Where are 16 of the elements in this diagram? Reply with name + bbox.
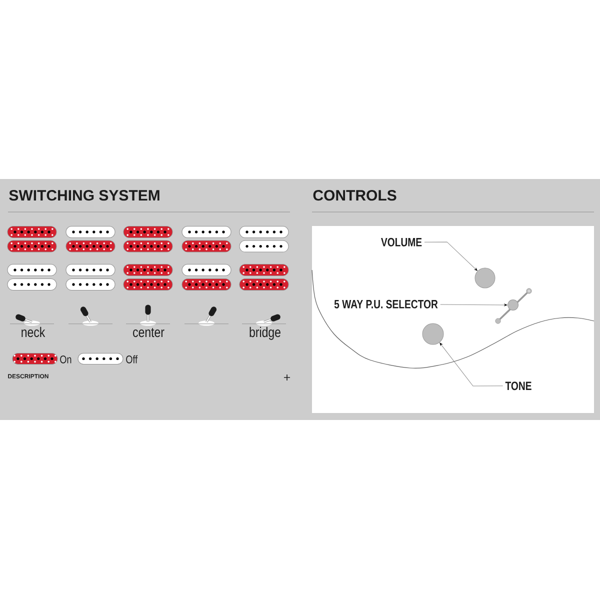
control-label: TONE <box>505 382 532 390</box>
legend-label: On <box>60 356 72 364</box>
position-label: neck <box>22 326 46 338</box>
leader-line <box>440 342 504 386</box>
control-label: VOLUME <box>381 238 422 246</box>
heading: SWITCHING SYSTEM <box>9 190 160 201</box>
position-label: bridge <box>250 326 280 340</box>
control-label: 5 WAY P.U. SELECTOR <box>334 300 438 308</box>
selector-switch <box>495 288 532 324</box>
heading: CONTROLS <box>313 190 396 201</box>
legend-label: Off <box>126 355 138 364</box>
position-label: center <box>133 328 164 338</box>
knob <box>422 323 444 345</box>
knob <box>474 268 496 288</box>
leader-line <box>440 304 508 306</box>
leader-line <box>424 242 478 271</box>
